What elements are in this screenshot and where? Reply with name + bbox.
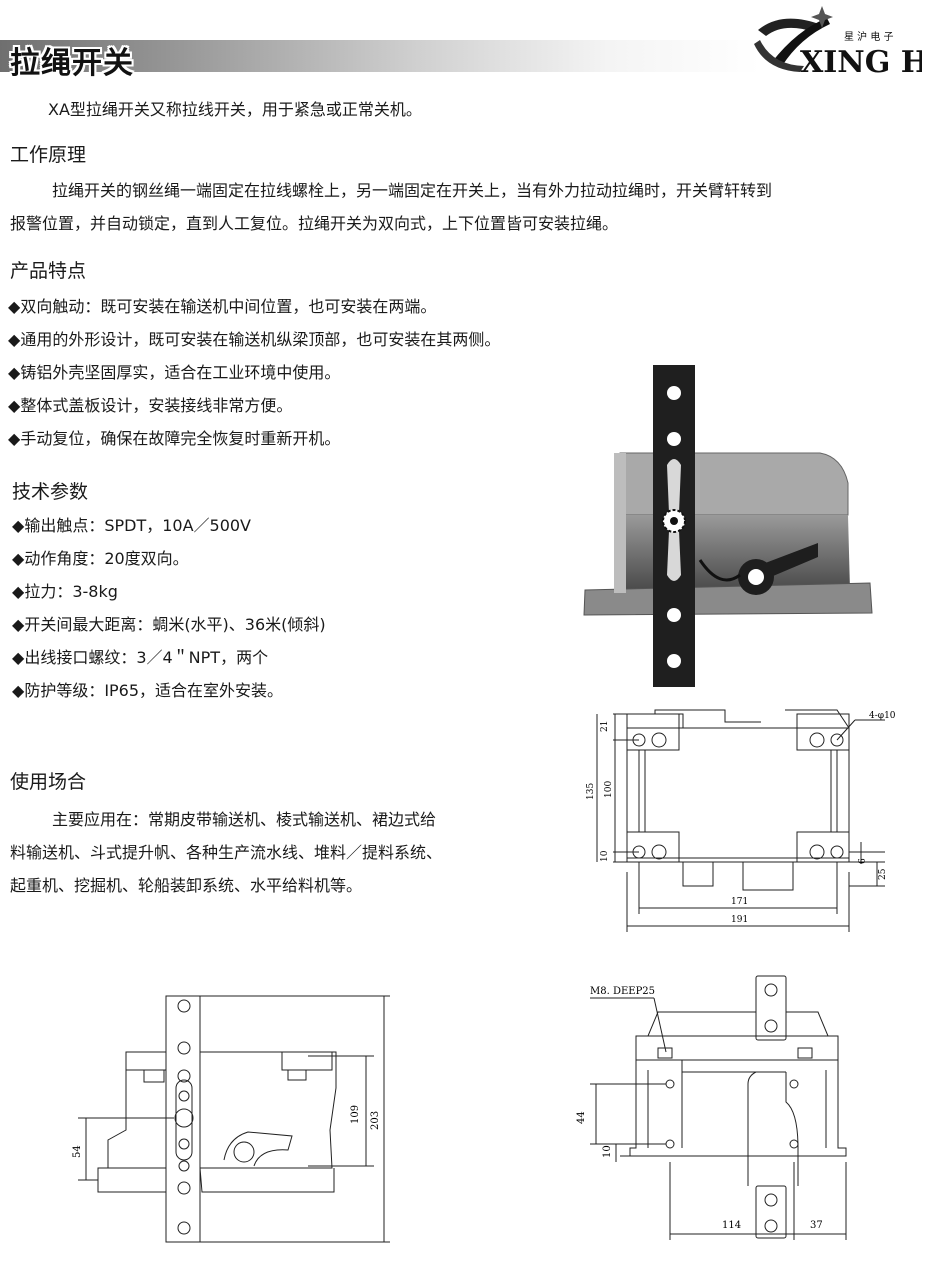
dim-109: 109 <box>350 1105 361 1124</box>
logo-en-text: XING HU <box>800 45 922 80</box>
diamond-bullet-icon: ◆ <box>8 429 21 448</box>
dim-171: 171 <box>731 897 748 907</box>
specs-list: ◆输出触点：SPDT，10A／500V ◆动作角度：20度双向。 ◆拉力：3-8… <box>12 509 326 707</box>
diamond-bullet-icon: ◆ <box>8 363 21 382</box>
intro-text: XA型拉绳开关又称拉线开关，用于紧急或正常关机。 <box>48 100 422 119</box>
dim-21: 21 <box>600 721 610 732</box>
dim-10-front: 10 <box>602 1145 613 1158</box>
dimension-drawing-side: 54 109 203 <box>72 995 390 1243</box>
title-bar-gradient <box>0 40 760 72</box>
dimension-drawing-front: M8. DEEP25 44 10 114 37 <box>576 975 847 1240</box>
spec-item: ◆拉力：3-8kg <box>12 582 118 601</box>
feature-item: ◆通用的外形设计，既可安装在输送机纵梁顶部，也可安装在其两侧。 <box>8 330 501 349</box>
hole-spec-label: 4-φ10 <box>869 711 896 721</box>
dimension-drawing-top: 4-φ10 21 135 100 10 6 25 171 191 <box>586 709 896 932</box>
brand-logo: 星 沪 电 子 XING HU <box>754 6 922 80</box>
principle-line-1: 拉绳开关的钢丝绳一端固定在拉线螺栓上，另一端固定在开关上，当有外力拉动拉绳时，开… <box>52 181 773 200</box>
dim-54: 54 <box>72 1145 83 1158</box>
diamond-bullet-icon: ◆ <box>12 516 25 535</box>
usage-line-3: 起重机、挖掘机、轮船装卸系统、水平给料机等。 <box>10 876 363 895</box>
principle-line-2: 报警位置，并自动锁定，直到人工复位。拉绳开关为双向式，上下位置皆可安装拉绳。 <box>10 214 619 233</box>
diamond-bullet-icon: ◆ <box>12 681 25 700</box>
usage-line-1: 主要应用在：常期皮带输送机、棱式输送机、裙边式给 <box>52 810 437 829</box>
dim-37: 37 <box>810 1220 823 1231</box>
dim-114: 114 <box>722 1220 741 1231</box>
feature-item: ◆双向触动：既可安装在输送机中间位置，也可安装在两端。 <box>8 297 437 316</box>
spec-item: ◆出线接口螺纹：3／4＂NPT，两个 <box>12 648 269 667</box>
usage-line-2: 料输送机、斗式提升帆、各种生产流水线、堆料／提料系统、 <box>10 843 443 862</box>
thread-spec-label: M8. DEEP25 <box>590 986 655 997</box>
feature-item: ◆手动复位，确保在故障完全恢复时重新开机。 <box>8 429 341 448</box>
feature-item: ◆铸铝外壳坚固厚实，适合在工业环境中使用。 <box>8 363 341 382</box>
diamond-bullet-icon: ◆ <box>12 582 25 601</box>
dim-191: 191 <box>731 915 748 925</box>
specs-heading: 技术参数 <box>12 481 89 503</box>
diamond-bullet-icon: ◆ <box>8 330 21 349</box>
diamond-bullet-icon: ◆ <box>12 615 25 634</box>
principle-heading: 工作原理 <box>10 144 87 166</box>
diamond-bullet-icon: ◆ <box>12 648 25 667</box>
dim-25: 25 <box>878 868 888 880</box>
page-title: 拉绳开关 <box>10 46 134 81</box>
features-heading: 产品特点 <box>10 260 87 282</box>
diamond-bullet-icon: ◆ <box>12 549 25 568</box>
spec-item: ◆防护等级：IP65，适合在室外安装。 <box>12 681 284 700</box>
usage-heading: 使用场合 <box>10 771 87 793</box>
logo-cn-text: 星 沪 电 子 <box>844 30 894 43</box>
diamond-bullet-icon: ◆ <box>8 396 21 415</box>
dim-6: 6 <box>858 858 868 864</box>
dim-135: 135 <box>586 783 596 800</box>
dim-44: 44 <box>576 1111 587 1124</box>
spec-item: ◆输出触点：SPDT，10A／500V <box>12 516 252 535</box>
diamond-bullet-icon: ◆ <box>8 297 21 316</box>
features-list: ◆双向触动：既可安装在输送机中间位置，也可安装在两端。 ◆通用的外形设计，既可安… <box>8 290 500 455</box>
spec-item: ◆动作角度：20度双向。 <box>12 549 189 568</box>
dim-10: 10 <box>600 850 610 862</box>
dim-100: 100 <box>604 781 614 798</box>
product-photo <box>583 365 873 687</box>
spec-item: ◆开关间最大距离：蜩米(水平)、36米(倾斜) <box>12 615 326 634</box>
feature-item: ◆整体式盖板设计，安装接线非常方便。 <box>8 396 293 415</box>
dim-203: 203 <box>370 1111 381 1130</box>
